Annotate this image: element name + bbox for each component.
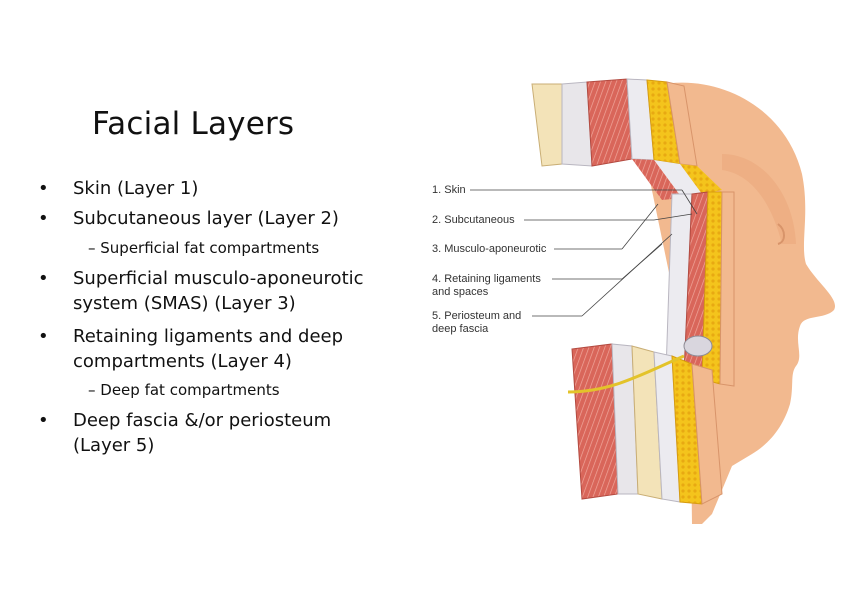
sub-bullet-deep-fat: – Deep fat compartments: [88, 380, 280, 400]
label-musculo-aponeurotic: 3. Musculo-aponeurotic: [432, 243, 546, 256]
anatomy-drawing: [470, 78, 836, 524]
ear-outline: [777, 223, 785, 245]
leader-lines: [470, 189, 698, 317]
upper-layer-block: [531, 78, 722, 200]
label-line: 3. Musculo-aponeurotic: [432, 243, 547, 255]
bullet-subcutaneous: • Subcutaneous layer (Layer 2): [38, 206, 339, 231]
label-line: 2. Subcutaneous: [432, 214, 515, 226]
facial-layers-illustration: 1. Skin 2. Subcutaneous 3. Musculo-apone…: [422, 74, 842, 524]
label-line: 1. Skin: [432, 184, 466, 196]
bullet-text: Deep fascia &/or periosteum (Layer 5): [73, 410, 332, 456]
label-line: 4. Retaining ligaments: [432, 273, 541, 285]
slide-title: Facial Layers: [92, 106, 295, 142]
vertical-layer-column: [665, 191, 735, 387]
bullet-retaining-ligaments: • Retaining ligaments and deep compartme…: [38, 324, 378, 374]
bullet-skin: • Skin (Layer 1): [38, 176, 198, 201]
sub-bullet-symbol: –: [88, 381, 96, 399]
bullet-symbol: •: [38, 326, 49, 347]
bullet-deep-fascia: • Deep fascia &/or periosteum (Layer 5): [38, 408, 338, 458]
bullet-text: Subcutaneous layer (Layer 2): [73, 208, 339, 229]
label-subcutaneous: 2. Subcutaneous: [432, 214, 515, 227]
bullet-symbol: •: [38, 178, 49, 199]
bullet-symbol: •: [38, 208, 49, 229]
bullet-smas: • Superficial musculo-aponeurotic system…: [38, 266, 398, 316]
label-periosteum: 5. Periosteum and deep fascia: [432, 310, 521, 336]
sub-bullet-text: Deep fat compartments: [100, 381, 280, 399]
label-retaining-ligaments: 4. Retaining ligaments and spaces: [432, 273, 541, 299]
bullet-text: Superficial musculo-aponeurotic system (…: [73, 268, 364, 314]
label-skin: 1. Skin: [432, 184, 466, 197]
sub-bullet-text: Superficial fat compartments: [100, 239, 320, 257]
label-line: 5. Periosteum and: [432, 310, 522, 322]
label-line: deep fascia: [432, 323, 489, 335]
bullet-text: Skin (Layer 1): [73, 178, 199, 199]
sub-bullet-symbol: –: [88, 239, 96, 257]
bullet-text: Retaining ligaments and deep compartment…: [73, 326, 344, 372]
sub-bullet-superficial-fat: – Superficial fat compartments: [88, 238, 319, 258]
bullet-symbol: •: [38, 410, 49, 431]
lower-layer-block: [567, 335, 723, 505]
face-profile-shade: [722, 154, 796, 244]
bullet-symbol: •: [38, 268, 49, 289]
label-line: and spaces: [432, 286, 489, 298]
